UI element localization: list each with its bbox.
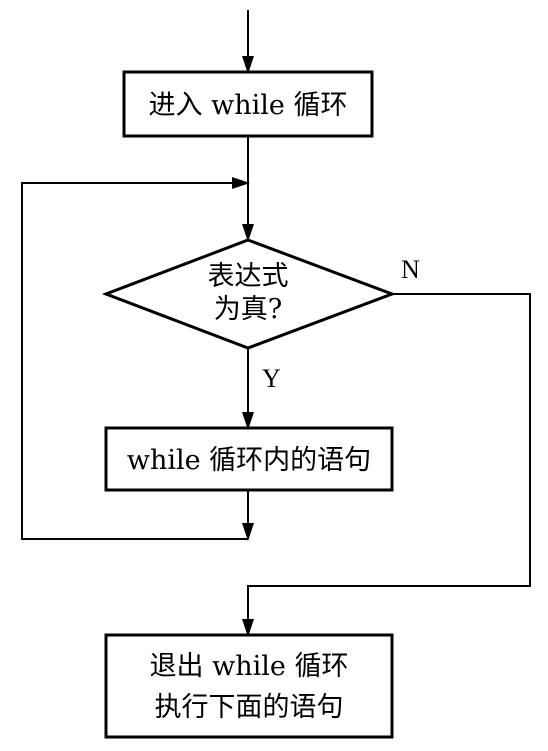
no-branch-label: N [401,255,420,284]
no-branch-arrow [242,293,531,637]
condition-label-line2: 为真? [214,294,282,325]
exit-label-line1: 退出 while 循环 [150,651,349,682]
yes-branch-label: Y [262,364,281,393]
condition-label-line1: 表达式 [208,261,289,292]
loop-body-label: while 循环内的语句 [127,445,371,476]
loop-body-box [104,426,394,492]
exit-box [104,633,394,739]
loop-back-arrow [21,177,250,540]
exit-label-line2: 执行下面的语句 [155,692,344,723]
start-box-label: 进入 while 循环 [149,90,348,121]
